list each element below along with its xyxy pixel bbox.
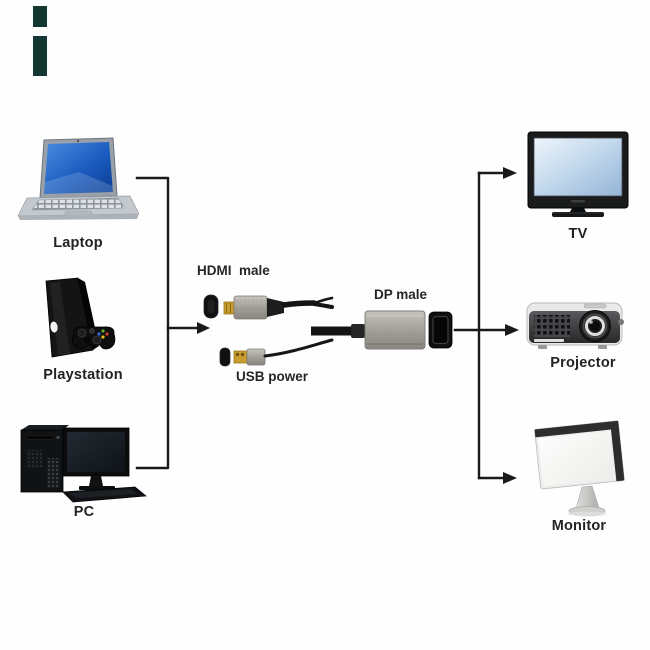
- tv-label: TV: [568, 226, 588, 242]
- laptop-label: Laptop: [53, 235, 103, 251]
- adapter-cable-illustration: [203, 294, 453, 367]
- dp-male-label: DP male: [374, 287, 428, 302]
- laptop-illustration: [17, 137, 139, 220]
- monitor-illustration: [534, 420, 625, 517]
- tv-arrowhead: [503, 167, 517, 179]
- projector-label: Projector: [550, 355, 616, 371]
- tv-illustration: [527, 131, 629, 217]
- playstation-illustration: [45, 277, 116, 358]
- monitor-label: Monitor: [551, 518, 607, 534]
- pc-illustration: [20, 425, 147, 503]
- projector-illustration: [526, 302, 624, 349]
- pc-label: PC: [73, 504, 95, 520]
- usb-power-plug-icon: [219, 338, 334, 367]
- adapter-input-arrowhead: [197, 322, 210, 334]
- watermark-mark-top: [33, 6, 47, 27]
- monitor-arrowhead: [503, 472, 517, 484]
- usb-power-label: USB power: [235, 369, 308, 384]
- game-controller-icon: [72, 326, 116, 350]
- source-bracket-line: [135, 176, 170, 470]
- watermark-mark-bottom: [33, 36, 47, 76]
- projector-arrowhead: [505, 324, 519, 336]
- dp-plug-icon: [311, 310, 453, 350]
- hdmi-plug-icon: [203, 294, 334, 320]
- hdmi-male-label: HDMI male: [197, 263, 270, 278]
- playstation-label: Playstation: [43, 367, 123, 383]
